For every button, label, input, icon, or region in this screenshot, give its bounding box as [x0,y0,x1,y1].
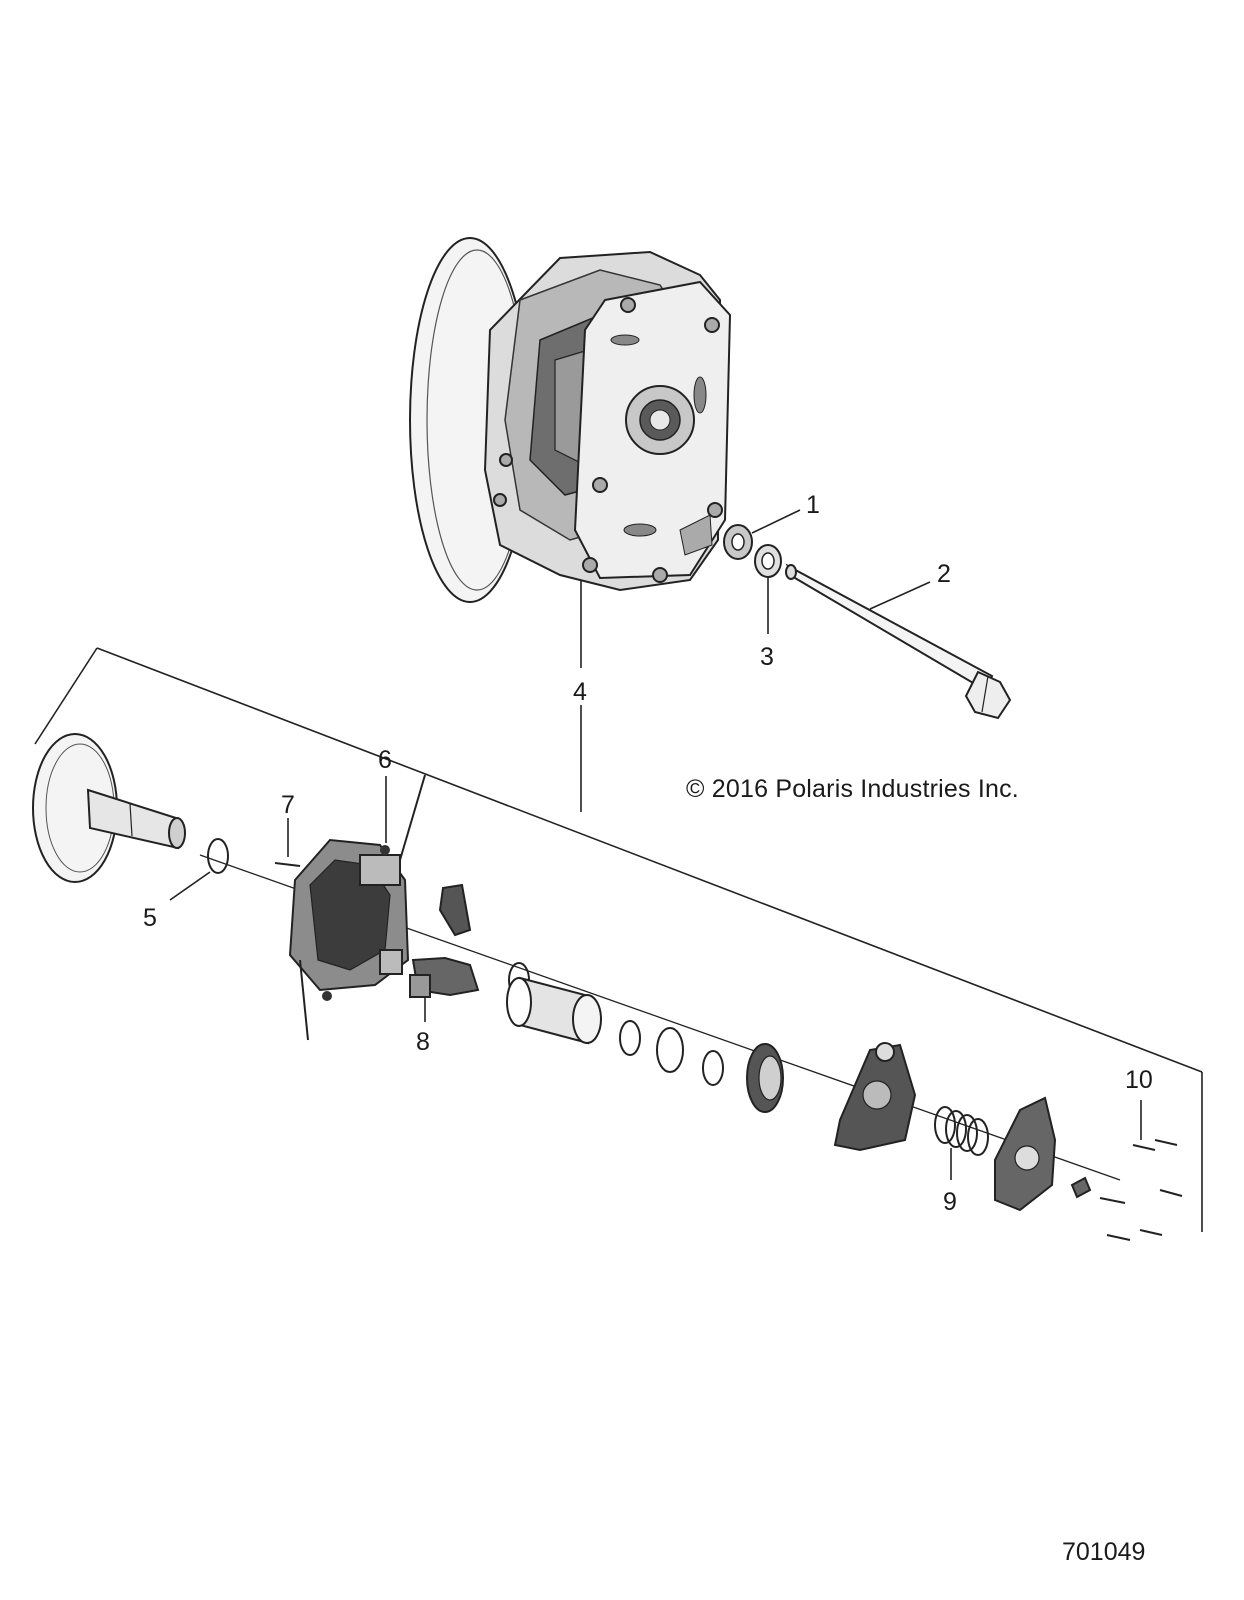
moveable-sheave [288,838,410,992]
callout-3: 3 [760,643,774,671]
seal [746,1043,784,1113]
callout-2: 2 [937,560,951,588]
spider [833,1042,917,1152]
part-9-spring [934,1106,989,1156]
clutch-assembly [409,237,732,603]
part-8-roller [409,956,480,998]
part-10-bolts [1099,1139,1183,1241]
part-5-o-ring [207,838,229,874]
callout-6: 6 [378,746,392,774]
callout-7: 7 [281,791,295,819]
callout-5: 5 [143,904,157,932]
spacer-bushing [506,976,602,1045]
exploded-view-bracket [34,647,1203,1232]
callout-10: 10 [1125,1066,1153,1094]
figure-number: 701049 [1062,1538,1146,1566]
fixed-sheave [32,733,186,883]
weight-arm [438,883,472,937]
part-3-washer [754,544,782,578]
callout-4: 4 [573,678,587,706]
cover-plate [994,1096,1057,1212]
callout-9: 9 [943,1188,957,1216]
callout-1: 1 [806,491,820,519]
part-2-bolt [785,563,1012,720]
copyright-notice: © 2016 Polaris Industries Inc. [686,775,1019,803]
part-1-bushing [723,524,753,560]
callout-8: 8 [416,1028,430,1056]
